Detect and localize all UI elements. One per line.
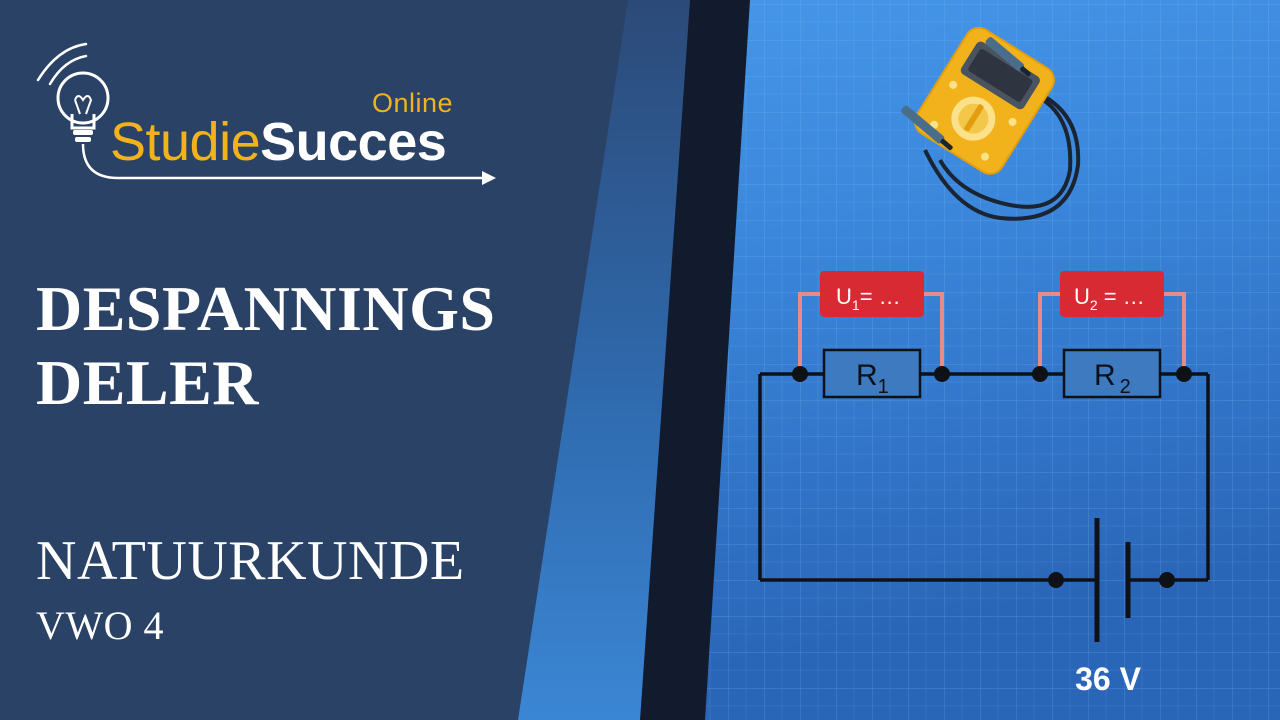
title-line-1: DESPANNINGS [36, 273, 496, 344]
navy-panel [0, 0, 628, 720]
circuit-nodes [792, 366, 1192, 588]
title-line-2: DELER [36, 347, 259, 418]
voltage-label-u1 [820, 271, 924, 317]
logo-wordmark: StudieSucces [110, 112, 447, 172]
level-label: VWO 4 [36, 603, 165, 648]
circuit-wires [758, 372, 1210, 582]
battery-voltage-label: 36 V [1075, 661, 1141, 697]
battery-symbol [1094, 518, 1131, 642]
voltage-label-u2 [1060, 271, 1164, 317]
logo-studie: Studie [110, 112, 261, 172]
logo-succes: Succes [260, 112, 447, 172]
subject-label: NATUURKUNDE [36, 530, 465, 592]
logo-online: Online [372, 88, 454, 118]
voltmeter-leads [798, 292, 1186, 372]
multimeter-icon [901, 26, 1081, 221]
resistor-r1-label: R1 [856, 359, 889, 398]
page-title: DESPANNINGS DELER [36, 272, 556, 420]
resistor-r1 [822, 348, 922, 399]
resistor-r2 [1062, 348, 1162, 399]
voltage-text-u2: U2 = … [1074, 284, 1145, 313]
voltage-text-u1: U1= … [836, 284, 901, 313]
lightbulb-icon [36, 42, 496, 185]
